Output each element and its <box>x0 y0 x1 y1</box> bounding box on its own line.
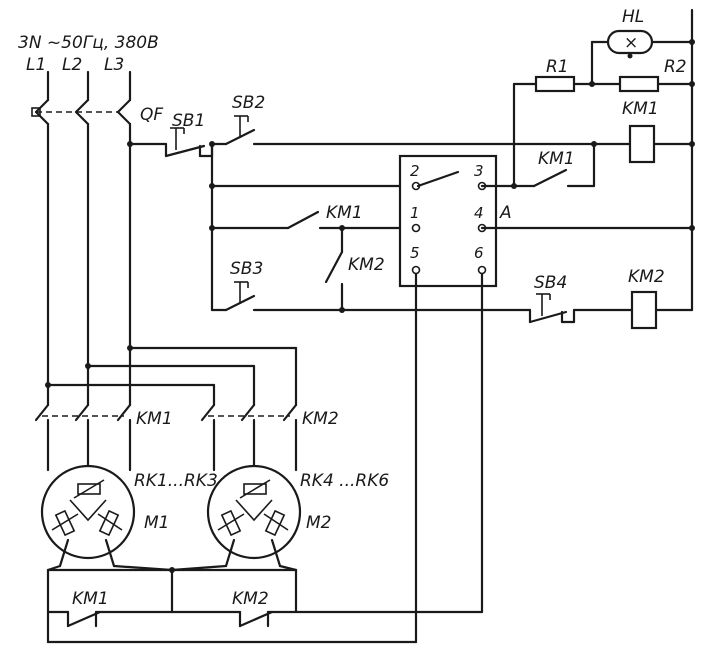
breaker-label: QF <box>140 105 163 125</box>
terminal-6-label: 6 <box>474 244 484 262</box>
sb1-label: SB1 <box>172 111 205 131</box>
km1-power-contacts <box>34 368 132 472</box>
motor-m1 <box>40 464 136 568</box>
bottom-interlock <box>46 272 484 644</box>
selector-switch <box>398 154 498 288</box>
sb2-label: SB2 <box>232 93 265 113</box>
km2-coil-label: KM2 <box>628 267 665 287</box>
km1-coil-label: KM1 <box>622 99 659 119</box>
terminal-3-label: 3 <box>474 162 484 180</box>
thermistors-group2-label: RK4 ...RK6 <box>300 471 389 491</box>
sb3-label: SB3 <box>230 259 263 279</box>
sb4-label: SB4 <box>534 273 567 293</box>
r2-label: R2 <box>664 57 687 77</box>
phase-wires-top <box>46 70 132 102</box>
phase-wires-down <box>45 122 298 407</box>
phase-label-l3: L3 <box>104 55 124 75</box>
motor-m1-label: M1 <box>144 513 169 533</box>
terminal-5-label: 5 <box>410 244 420 262</box>
km1-aux-label: KM1 <box>326 203 363 223</box>
r1-label: R1 <box>546 57 569 77</box>
breaker-qf <box>31 98 132 126</box>
km2-aux-label: KM2 <box>348 255 385 275</box>
km2-power-label: KM2 <box>302 409 339 429</box>
terminal-2-label: 2 <box>410 162 420 180</box>
km1-power-label: KM1 <box>136 409 173 429</box>
terminal-1-label: 1 <box>410 204 420 222</box>
thermistors-group1-label: RK1...RK3 <box>134 471 218 491</box>
motor-m2-label: M2 <box>306 513 331 533</box>
km2-nc-label: KM2 <box>232 589 269 609</box>
km1-contact-label: KM1 <box>538 149 575 169</box>
control-left-bus <box>209 142 532 313</box>
motor-m2 <box>206 464 302 568</box>
control-top-line <box>128 115 632 158</box>
phase-label-l2: L2 <box>62 55 82 75</box>
node-a-label: A <box>499 203 512 223</box>
km1-nc-label: KM1 <box>72 589 109 609</box>
phase-label-l1: L1 <box>26 55 46 75</box>
terminal-4-label: 4 <box>474 204 484 222</box>
control-right-side <box>480 8 695 330</box>
supply-label: 3N ~50Гц, 380В <box>18 33 159 53</box>
hl-label: HL <box>622 7 644 27</box>
hl-symbol: × <box>624 33 638 53</box>
km2-power-contacts <box>200 403 298 472</box>
